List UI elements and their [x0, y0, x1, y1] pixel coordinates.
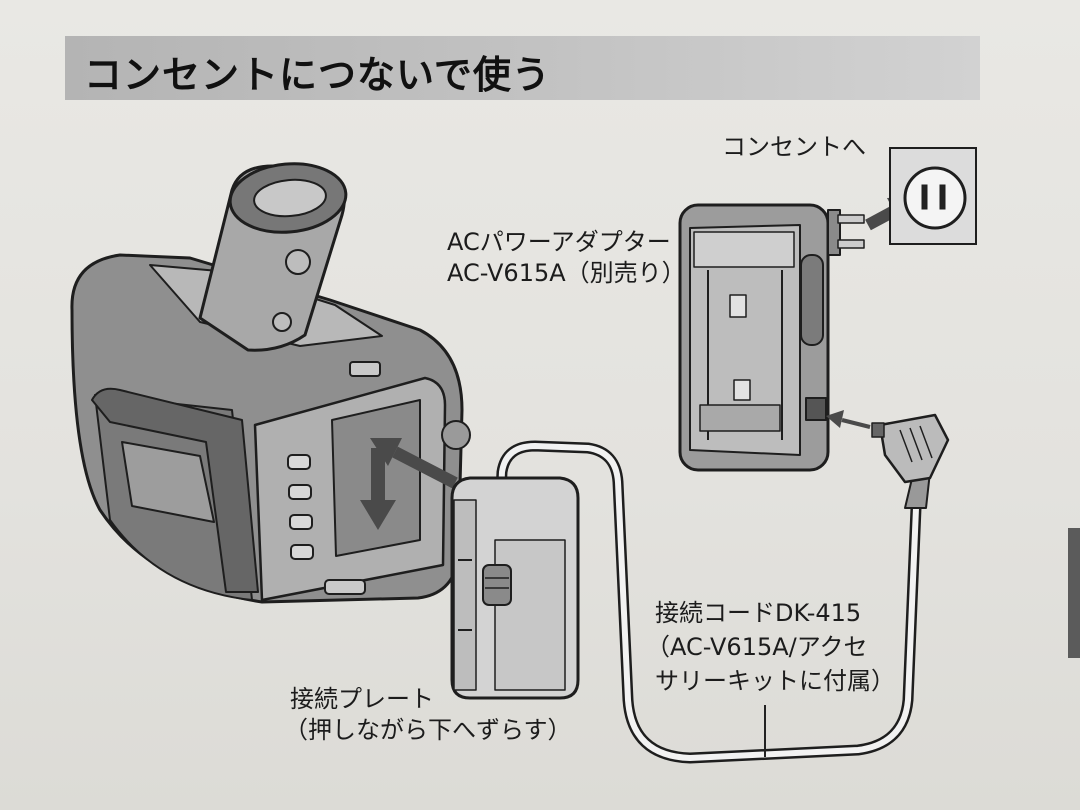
connection-plate: [450, 476, 580, 700]
section-side-tab: [1068, 528, 1080, 658]
prong-lower: [837, 239, 865, 249]
jack-arrow-head: [826, 410, 844, 428]
camcorder-button-2: [288, 484, 312, 500]
plate-label-line2: （押しながら下へずらす）: [284, 716, 572, 744]
plug-ridge-1: [899, 429, 913, 463]
camcorder-bottom-latch: [324, 579, 366, 595]
heading-band: [65, 36, 980, 100]
camcorder: [70, 162, 471, 604]
outlet-slot-left: [921, 184, 928, 210]
plate-side-face: [453, 499, 477, 691]
plug-ridge-2: [909, 427, 923, 461]
plug-ridge-3: [919, 425, 933, 459]
adapter-dc-jack: [805, 397, 827, 421]
outlet-slot-right: [939, 184, 946, 210]
slide-down-arrow: [360, 448, 396, 530]
adapter-label-line1: ACパワーアダプター: [447, 228, 671, 256]
camcorder-side-knob: [441, 420, 471, 450]
adapter-side-window: [800, 254, 824, 346]
slide-down-arrow-head: [360, 500, 396, 530]
adapter-latch: [699, 404, 781, 432]
camcorder-button-1: [287, 454, 311, 470]
adapter-top-strip: [693, 231, 795, 268]
strap-pad: [121, 441, 215, 523]
prong-upper: [837, 214, 865, 224]
cord-label-line1: 接続コードDK-415: [655, 599, 862, 627]
plug-head: [878, 413, 950, 484]
page-title: コンセントにつないで使う: [84, 53, 551, 97]
camcorder-top-hotshoe: [349, 361, 381, 377]
dc-plug: [871, 413, 950, 509]
adapter-contact-bottom: [733, 379, 751, 401]
prong-base: [827, 209, 841, 256]
adapter-face: [689, 224, 801, 456]
plate-front-face: [494, 539, 566, 691]
adapter-label-line2: AC-V615A（別売り）: [447, 259, 686, 287]
insert-arrow-head: [370, 438, 402, 466]
wall-outlet: [889, 147, 977, 245]
insert-arrow-shaft: [392, 446, 458, 489]
viewfinder-knob-lower: [272, 312, 292, 332]
jack-arrow-shaft: [841, 418, 871, 429]
jack-arrow: [826, 410, 871, 429]
eyecup-inner: [253, 178, 327, 218]
outlet-label: コンセントへ: [722, 133, 866, 161]
plug-tip: [871, 422, 885, 438]
viewfinder-knob: [285, 249, 311, 275]
adapter-contact-top: [729, 294, 747, 318]
outlet-socket: [903, 166, 967, 230]
ac-adapter: [678, 203, 865, 472]
cord-label-line2: （AC-V615A/アクセ: [646, 633, 868, 661]
camcorder-button-4: [290, 544, 314, 560]
cord: [494, 443, 919, 761]
hand-strap: [91, 387, 259, 593]
camcorder-button-3: [289, 514, 313, 530]
cord-boot: [482, 564, 512, 606]
insert-arrow: [370, 438, 458, 489]
plate-label-line1: 接続プレート: [290, 685, 434, 713]
cord-label-line3: サリーキットに付属）: [655, 667, 895, 695]
